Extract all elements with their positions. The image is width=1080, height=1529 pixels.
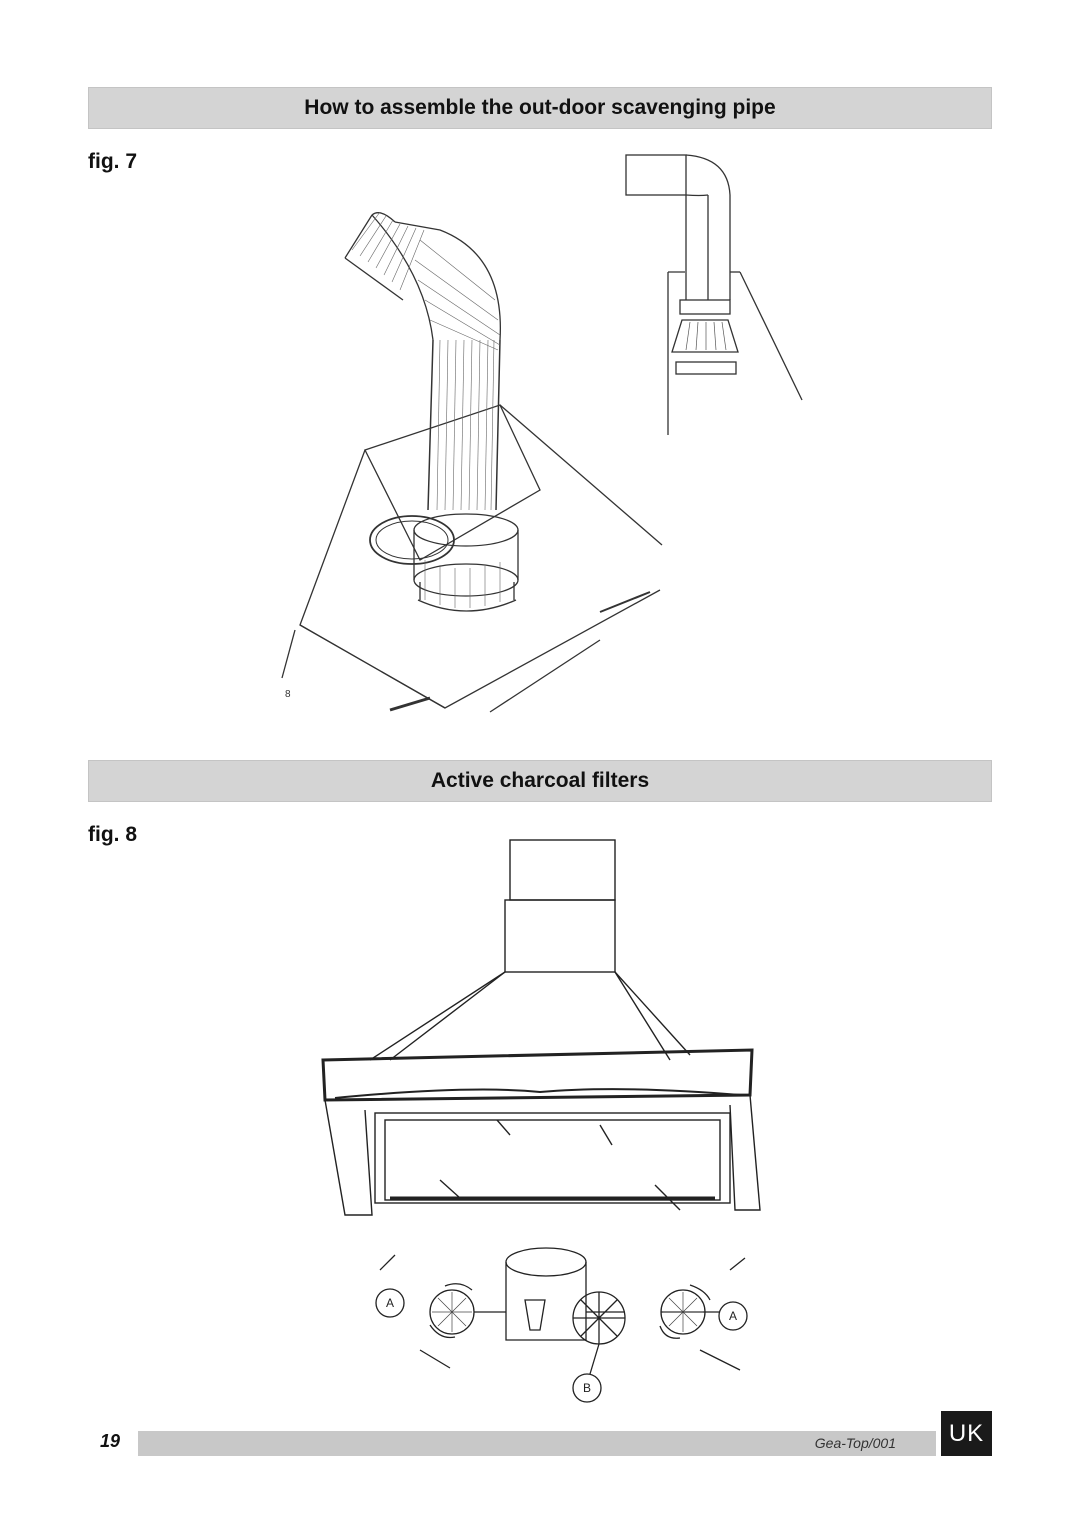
svg-text:8: 8 xyxy=(285,689,291,700)
fig8-hood-illustration: A A B xyxy=(321,839,761,1403)
fig7-main-illustration: 8 xyxy=(281,211,663,713)
callout-b: B xyxy=(583,1381,591,1395)
section-title-banner: How to assemble the out-door scavenging … xyxy=(88,87,992,129)
page-number: 19 xyxy=(100,1431,121,1451)
callout-a-right: A xyxy=(729,1309,737,1323)
language-badge: UK xyxy=(941,1411,992,1456)
fig7-side-view xyxy=(625,154,803,435)
figure-label: fig. 7 xyxy=(88,150,138,173)
document-code: Gea-Top/001 xyxy=(814,1435,896,1451)
section-title: How to assemble the out-door scavenging … xyxy=(304,96,776,119)
figure-label: fig. 8 xyxy=(88,823,138,846)
section-title-banner: Active charcoal filters xyxy=(88,760,992,802)
footer-bar: Gea-Top/001 xyxy=(138,1431,936,1456)
section-title: Active charcoal filters xyxy=(430,769,650,792)
callout-a-left: A xyxy=(386,1296,394,1310)
